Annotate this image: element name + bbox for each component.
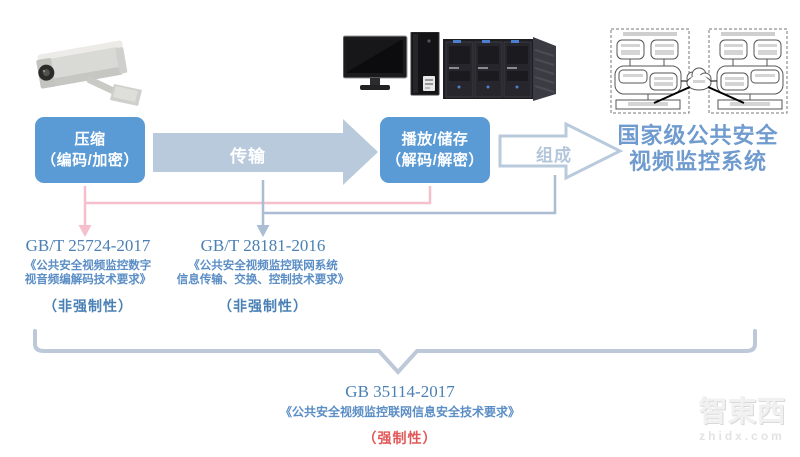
national-system-title-line1: 国家级公共安全 (617, 123, 779, 148)
national-system-title: 国家级公共安全 视频监控系统 (600, 123, 796, 175)
bottom-brace (33, 329, 757, 375)
standard-note: （非强制性） (218, 298, 308, 314)
cctv-camera-icon (36, 40, 142, 106)
zhidx-logo: 智東西 (698, 396, 786, 428)
architecture-diagram-illustration (606, 24, 792, 116)
standard-code: GB/T 25724-2017 (25, 236, 151, 255)
standard-title-line1: 《公共安全视频监控数字 (24, 260, 152, 272)
standard-code: GB 35114-2017 (345, 382, 455, 401)
standard-code: GB/T 28181-2016 (200, 236, 326, 255)
play-store-label-line1: 播放/储存 (401, 131, 469, 148)
standard-gbt-28181: GB/T 28181-2016 《公共安全视频监控联网系统 信息传输、交换、控制… (175, 236, 351, 316)
zhidx-watermark: 智東西 zhidx.com (688, 397, 796, 443)
play-store-box: 播放/储存 （解码/解密） (380, 117, 490, 183)
network-cloud-icon (686, 67, 712, 91)
standard-title-line2: 视音频编解码技术要求》 (24, 274, 152, 286)
cctv-camera-illustration (30, 22, 165, 117)
architecture-diagram-icon (610, 28, 788, 114)
server-rack-illustration (443, 37, 558, 103)
compress-label-line2: （编码/加密） (41, 152, 139, 169)
transmit-arrow-label: 传输 (230, 147, 266, 166)
play-store-label-line2: （解码/解密） (386, 152, 484, 169)
compress-label-line1: 压缩 (74, 131, 106, 148)
standard-gbt-25724: GB/T 25724-2017 《公共安全视频监控数字 视音频编解码技术要求》 … (8, 236, 168, 316)
compress-box: 压缩 （编码/加密） (35, 117, 145, 183)
pink-connector-line (83, 186, 432, 226)
standard-note: （非强制性） (43, 298, 133, 314)
standard-title: 《公共安全视频监控联网信息安全技术要求》 (279, 405, 520, 419)
desktop-computer-icon (343, 32, 440, 96)
standard-title-line1: 《公共安全视频监控联网系统 (188, 260, 338, 272)
standard-gb-35114: GB 35114-2017 《公共安全视频监控联网信息安全技术要求》 （强制性） (250, 382, 550, 448)
standard-title-line2: 信息传输、交换、控制技术要求》 (176, 274, 350, 286)
monitor-and-pc-illustration (343, 32, 443, 107)
standard-note-mandatory: （强制性） (362, 430, 438, 446)
server-icon (443, 37, 556, 101)
compose-arrow-label: 组成 (536, 146, 572, 165)
zhidx-url: zhidx.com (699, 429, 785, 443)
national-system-title-line2: 视频监控系统 (628, 149, 767, 174)
